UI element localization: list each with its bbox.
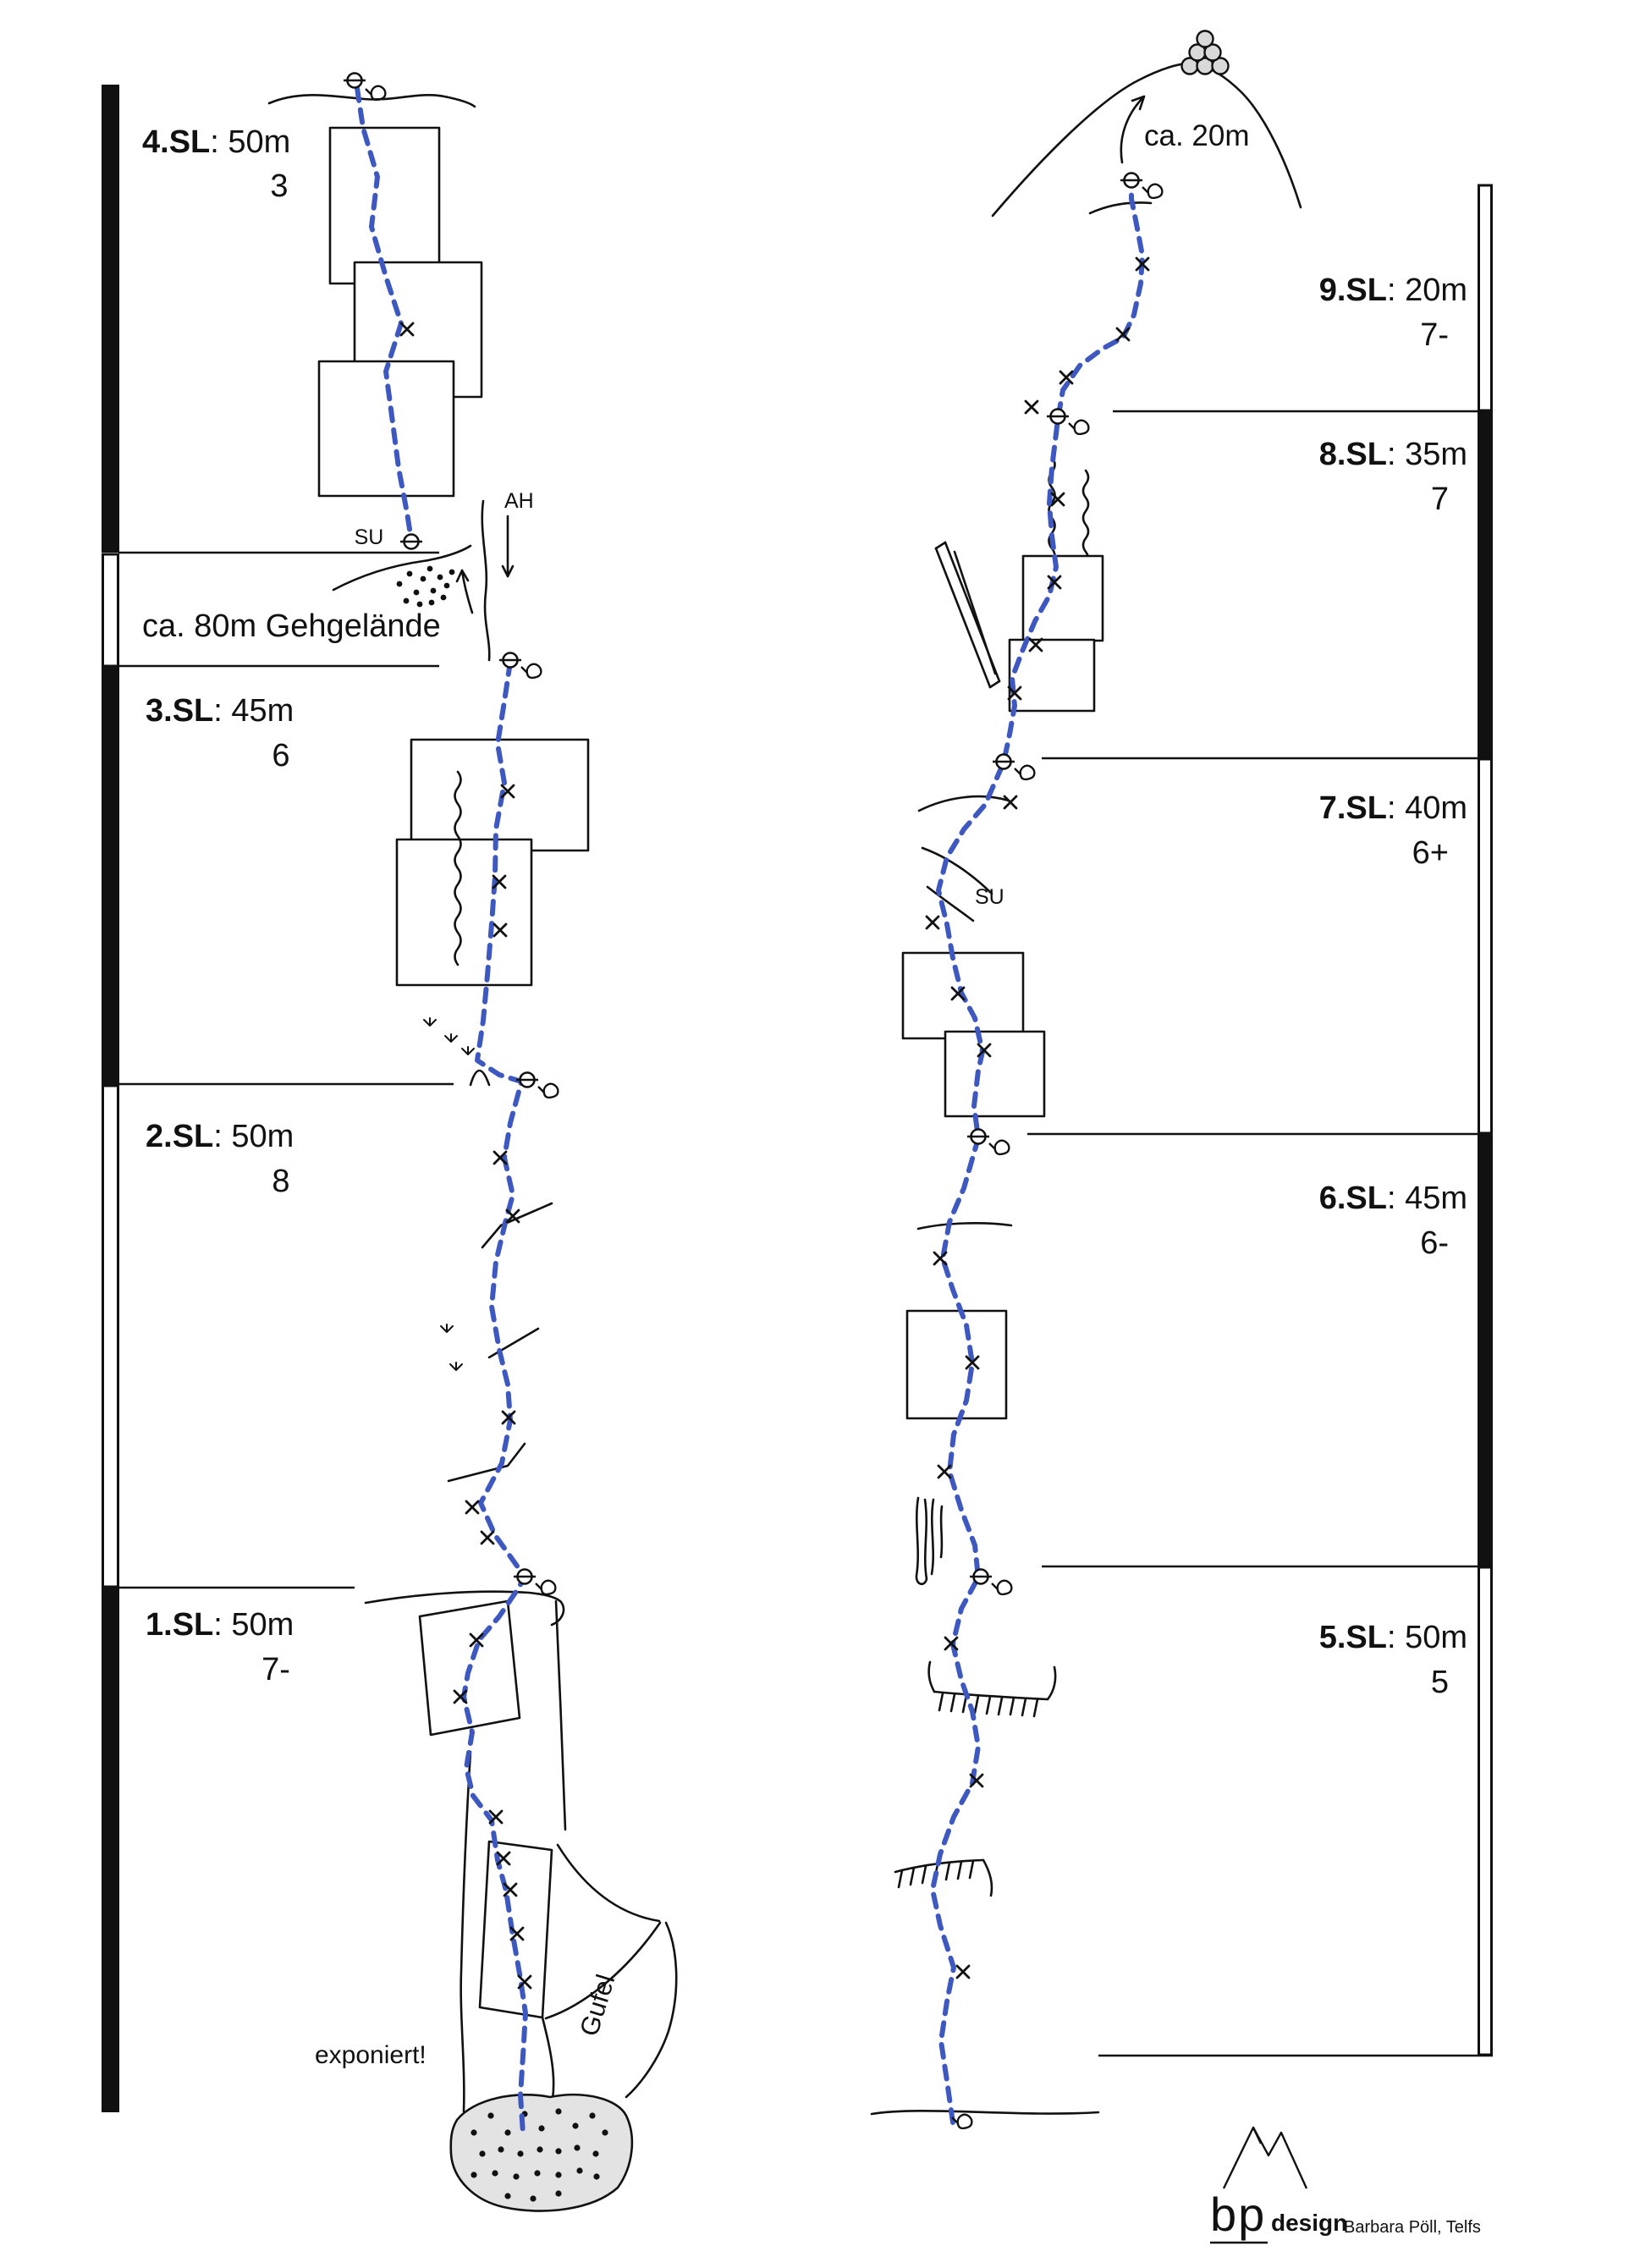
sling-icon — [1013, 764, 1036, 781]
left-pitch-bar — [102, 85, 119, 2112]
pitch-label-5: 5.SL: 50m — [1319, 1620, 1467, 1655]
grass-icon — [449, 1361, 464, 1372]
sling-icon — [988, 1139, 1010, 1156]
logo-design-text: design — [1271, 2210, 1347, 2236]
grass-icon — [460, 1045, 476, 1056]
belay-anchor-icon — [399, 533, 424, 550]
exponiert-label: exponiert! — [315, 2041, 427, 2069]
scree-dots-su — [396, 565, 455, 608]
crack-line — [1081, 469, 1090, 567]
logo-mountain-icon — [1222, 2126, 1308, 2189]
rock-features-left — [267, 93, 678, 2212]
grass-icon — [422, 1016, 438, 1027]
logo-bp-text: bp — [1210, 2188, 1266, 2241]
pitch-4-grade: 3 — [270, 168, 288, 204]
pitch-1-name: 1.SL — [146, 1607, 213, 1643]
belay-anchor-icon — [966, 1128, 991, 1145]
gufel-label: Gufel — [574, 1971, 620, 2040]
pitch-8-name: 8.SL — [1319, 437, 1387, 472]
pitch-7-name: 7.SL — [1319, 790, 1387, 826]
pitch-9-name: 9.SL — [1319, 272, 1387, 308]
overhang-comb-upper — [927, 1660, 1057, 1718]
belay-anchor-icon — [991, 753, 1016, 770]
sling-icon — [1141, 183, 1164, 200]
belay-anchor-icon — [498, 652, 523, 669]
rock-pillar — [934, 541, 1001, 689]
belay-anchor-icon — [342, 72, 367, 89]
pitch-4-length: : 50m — [210, 124, 290, 160]
pitch-3-grade: 6 — [272, 738, 289, 773]
su-label-right: SU — [975, 885, 1004, 909]
pitch-label-2: 2.SL: 50m — [146, 1119, 294, 1154]
pitch-1-grade: 7- — [261, 1652, 290, 1687]
pitch-9-grade: 7- — [1420, 317, 1449, 353]
overhang-comb-lower — [894, 1858, 993, 1897]
pitch-label-3: 3.SL: 45m — [146, 693, 294, 729]
sling-icon — [520, 663, 542, 680]
sling-icon — [537, 1082, 559, 1099]
pitch-6-grade: 6- — [1420, 1225, 1449, 1261]
pitch-labels-right: 9.SL: 20m 7- 8.SL: 35m 7 7.SL: 40m 6+ 6.… — [1319, 272, 1467, 1700]
right-pitch-bar — [1478, 184, 1493, 2056]
ah-arrow — [501, 515, 515, 578]
grass-icon — [439, 1323, 454, 1334]
pitch-3-name: 3.SL — [146, 693, 213, 729]
pitch-3-length: : 45m — [213, 693, 294, 729]
pitch-label-4: 4.SL: 50m — [142, 124, 290, 160]
bolt-marks — [399, 256, 1150, 1990]
sling-icon — [950, 2113, 973, 2130]
pitch-5-name: 5.SL — [1319, 1620, 1387, 1655]
pitch-5-length: : 50m — [1387, 1620, 1467, 1655]
rock-features-right — [870, 30, 1302, 2116]
route-line-pitches-5-9 — [930, 179, 1145, 2125]
logo-credit-text: Barbara Pöll, Telfs — [1344, 2218, 1481, 2237]
pitch-8-length: : 35m — [1387, 437, 1467, 472]
pitch-5-grade: 5 — [1431, 1665, 1449, 1700]
summit-walk-label: ca. 20m — [1144, 119, 1250, 152]
pitch-2-grade: 8 — [272, 1164, 289, 1199]
sling-icon — [1067, 419, 1090, 436]
walkoff-arrow — [455, 569, 474, 614]
pitch-labels-left: 4.SL: 50m 3 ca. 80m Gehgelände 3.SL: 45m… — [142, 124, 441, 1687]
su-label-left: SU — [355, 526, 384, 549]
annotation-labels: SU AH SU ca. 20m exponiert! Gufel — [315, 119, 1250, 2069]
belay-anchor-icon — [1045, 408, 1070, 425]
pitch-1-length: : 50m — [213, 1607, 294, 1643]
pitch-8-grade: 7 — [1431, 482, 1449, 517]
scree-field — [449, 2094, 634, 2212]
sling-icon — [364, 85, 387, 102]
sling-icon — [534, 1579, 557, 1596]
pitch-7-length: : 40m — [1387, 790, 1467, 826]
sling-icon — [990, 1579, 1013, 1596]
ah-label: AH — [504, 489, 534, 513]
belay-anchor-icon — [512, 1568, 537, 1585]
logo: bp design Barbara Pöll, Telfs — [1210, 2126, 1481, 2244]
scree-dots-bottom — [471, 2108, 608, 2202]
pitch-label-8: 8.SL: 35m — [1319, 437, 1467, 472]
summit-arrow — [1120, 95, 1146, 164]
belay-anchor-icon — [968, 1568, 993, 1585]
pitch-label-7: 7.SL: 40m — [1319, 790, 1467, 826]
crack-line — [454, 770, 462, 966]
pitch-label-1: 1.SL: 50m — [146, 1607, 294, 1643]
pitch-separator-lines — [118, 410, 1493, 2057]
pitch-2-length: : 50m — [213, 1119, 294, 1154]
pitch-4-name: 4.SL — [142, 124, 210, 160]
summit-cairn — [1180, 30, 1230, 75]
pitch-7-grade: 6+ — [1412, 835, 1449, 871]
grass-icon — [443, 1032, 459, 1043]
pitch-label-9: 9.SL: 20m — [1319, 272, 1467, 308]
pitch-9-length: : 20m — [1387, 272, 1467, 308]
gehgelaende-label: ca. 80m Gehgelände — [142, 608, 441, 644]
pitch-2-name: 2.SL — [146, 1119, 213, 1154]
pitch-6-name: 6.SL — [1319, 1181, 1387, 1216]
pitch-label-6: 6.SL: 45m — [1319, 1181, 1467, 1216]
pitch-6-length: : 45m — [1387, 1181, 1467, 1216]
belay-anchor-icon — [1119, 172, 1144, 189]
